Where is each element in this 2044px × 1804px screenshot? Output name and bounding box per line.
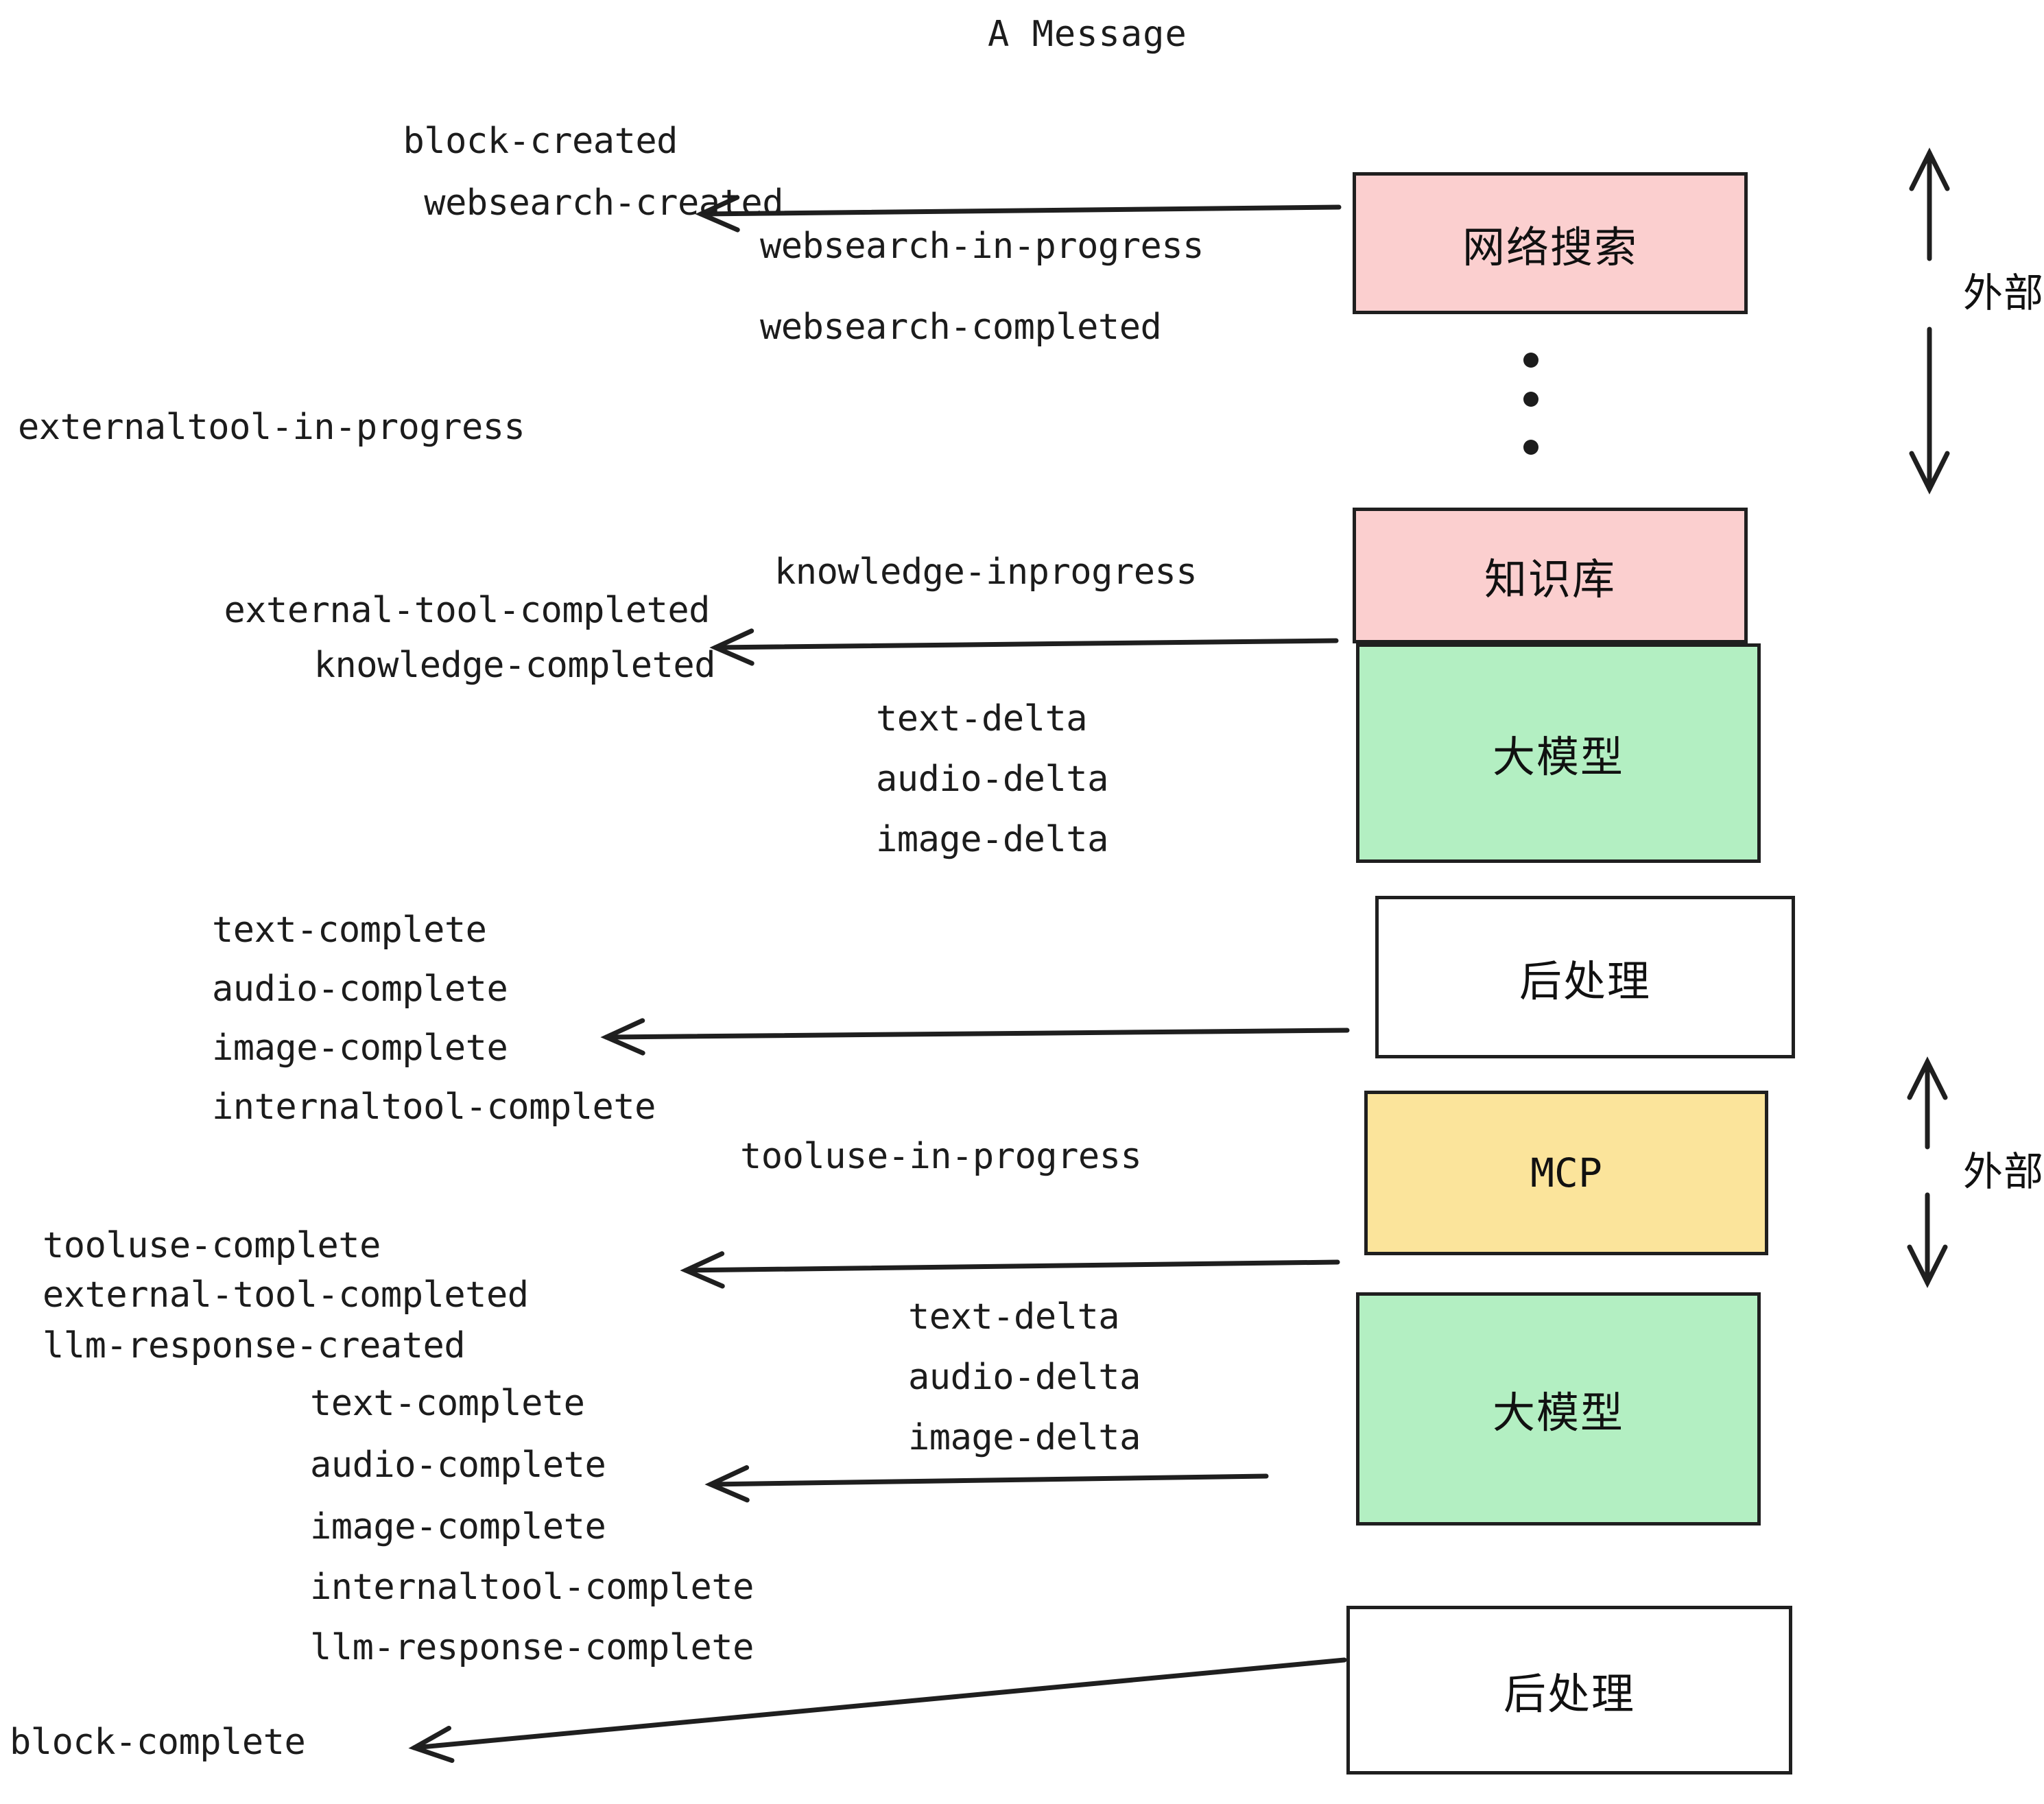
- arrow-block-created: [695, 195, 1342, 233]
- arrow-tooluse-complete: [680, 1251, 1340, 1289]
- external-tools-arrow-up-1: [1909, 147, 1950, 261]
- arrow-block-complete-shaft: [412, 1657, 1347, 1750]
- external-tools-arrow-down-1-head-icon: [1909, 451, 1950, 495]
- external-tools-arrow-down-1: [1909, 327, 1950, 495]
- node-websearch[interactable]: 网络搜索: [1353, 172, 1748, 314]
- event-label-llm-response-complete: llm-response-complete: [310, 1627, 754, 1668]
- event-label-knowledge-inprogress: knowledge-inprogress: [774, 551, 1198, 593]
- node-llm-1[interactable]: 大模型: [1356, 643, 1761, 863]
- event-label-image-delta-2: image-delta: [908, 1417, 1141, 1458]
- external-tools-arrow-down-2-head-icon: [1907, 1244, 1948, 1288]
- arrow-audio-complete: [704, 1465, 1269, 1503]
- event-label-knowledge-completed: knowledge-completed: [313, 645, 716, 686]
- diagram-title: A Message: [988, 14, 1187, 55]
- arrow-block-complete: [408, 1657, 1347, 1764]
- event-label-audio-complete-2: audio-complete: [310, 1445, 606, 1486]
- event-label-tooluse-complete: tooluse-complete: [43, 1225, 381, 1266]
- node-postprocess-1[interactable]: 后处理: [1375, 896, 1795, 1058]
- arrow-tooluse-complete-shaft: [683, 1259, 1340, 1273]
- event-label-image-complete-1: image-complete: [212, 1028, 508, 1069]
- side-label-external-tools-bottom: 外部工具: [1963, 1150, 2044, 1194]
- event-label-image-delta-1: image-delta: [876, 819, 1108, 860]
- ellipsis-dot-icon: [1523, 353, 1538, 368]
- external-tools-arrow-up-2: [1907, 1056, 1948, 1150]
- event-label-websearch-created: websearch-created: [424, 182, 783, 224]
- arrow-knowledge-completed-head-icon: [709, 628, 754, 666]
- arrow-block-created-shaft: [698, 204, 1342, 217]
- node-llm-2[interactable]: 大模型: [1356, 1292, 1761, 1526]
- event-label-websearch-in-progress: websearch-in-progress: [760, 226, 1204, 267]
- ellipsis-dot-icon: [1523, 392, 1538, 407]
- event-label-external-tool-completed-1: external-tool-completed: [224, 590, 710, 631]
- event-label-text-delta-1: text-delta: [876, 698, 1088, 739]
- event-label-image-complete-2: image-complete: [310, 1506, 606, 1547]
- arrow-tooluse-complete-head-icon: [680, 1251, 725, 1289]
- event-label-text-delta-2: text-delta: [908, 1296, 1120, 1338]
- arrow-audio-complete-head-icon: [704, 1465, 750, 1503]
- external-tools-arrow-up-1-head-icon: [1909, 147, 1950, 191]
- node-mcp[interactable]: MCP: [1364, 1091, 1768, 1255]
- arrow-image-complete-shaft: [604, 1028, 1350, 1040]
- event-label-internaltool-complete-2: internaltool-complete: [310, 1567, 754, 1608]
- external-tools-arrow-down-2: [1907, 1192, 1948, 1288]
- event-label-external-tool-completed-2: external-tool-completed: [43, 1274, 529, 1316]
- arrow-image-complete-head-icon: [600, 1018, 645, 1056]
- node-postprocess-2[interactable]: 后处理: [1346, 1606, 1792, 1775]
- event-label-tooluse-in-progress: tooluse-in-progress: [740, 1136, 1142, 1177]
- arrow-image-complete: [600, 1018, 1350, 1056]
- external-tools-arrow-up-2-head-icon: [1907, 1056, 1948, 1100]
- node-knowledge[interactable]: 知识库: [1353, 508, 1748, 643]
- ellipsis-dot-icon: [1523, 440, 1538, 455]
- event-label-text-complete-1: text-complete: [212, 910, 487, 951]
- arrow-knowledge-completed-shaft: [713, 638, 1339, 650]
- event-label-text-complete-2: text-complete: [310, 1383, 585, 1424]
- arrow-knowledge-completed: [709, 628, 1339, 666]
- event-label-audio-complete-1: audio-complete: [212, 969, 508, 1010]
- event-label-llm-response-created: llm-response-created: [43, 1325, 466, 1366]
- event-label-block-created: block-created: [403, 121, 678, 162]
- arrow-audio-complete-shaft: [708, 1473, 1269, 1487]
- event-label-externaltool-in-progress: externaltool-in-progress: [18, 407, 525, 448]
- side-label-external-tools-top: 外部工具: [1963, 271, 2044, 316]
- arrow-block-complete-head-icon: [408, 1725, 455, 1764]
- event-label-audio-delta-1: audio-delta: [876, 759, 1108, 800]
- event-label-block-complete: block-complete: [10, 1722, 306, 1763]
- event-label-internaltool-complete-1: internaltool-complete: [212, 1087, 656, 1128]
- event-label-audio-delta-2: audio-delta: [908, 1357, 1141, 1398]
- event-label-websearch-completed: websearch-completed: [760, 307, 1162, 348]
